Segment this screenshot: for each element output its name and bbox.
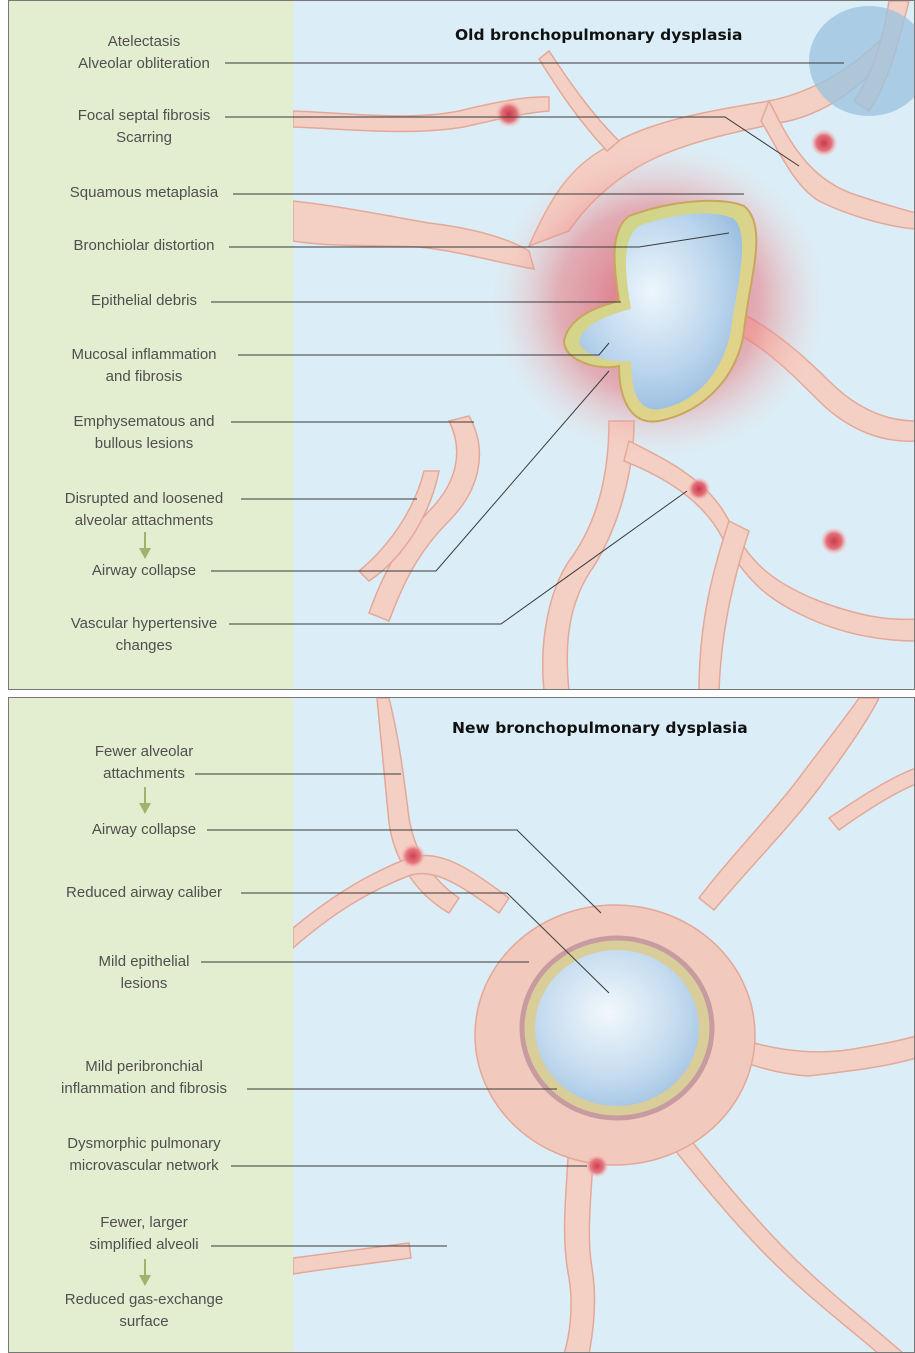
- label-reduced-caliber: Reduced airway caliber: [9, 882, 279, 904]
- label-airway-collapse: Airway collapse: [9, 560, 279, 582]
- airway-lumen: [535, 950, 699, 1106]
- label-reduced-gas-exchange: Reduced gas-exchangesurface: [9, 1289, 279, 1333]
- label-disrupted-attachments: Disrupted and loosenedalveolar attachmen…: [9, 488, 279, 532]
- label-focal-septal-fibrosis: Focal septal fibrosisScarring: [9, 105, 279, 149]
- new-bpd-title: New bronchopulmonary dysplasia: [452, 719, 748, 737]
- label-mild-peribronchial: Mild peribronchialinflammation and fibro…: [9, 1056, 279, 1100]
- vessel: [687, 477, 711, 501]
- label-mucosal-inflammation: Mucosal inflammationand fibrosis: [9, 344, 279, 388]
- label-fewer-larger-alveoli: Fewer, largersimplified alveoli: [9, 1212, 279, 1256]
- vessel: [810, 129, 838, 157]
- label-emphysematous-lesions: Emphysematous andbullous lesions: [9, 411, 279, 455]
- label-epithelial-debris: Epithelial debris: [9, 290, 279, 312]
- label-squamous-metaplasia: Squamous metaplasia: [9, 182, 279, 204]
- label-atelectasis: AtelectasisAlveolar obliteration: [9, 31, 279, 75]
- label-dysmorphic-network: Dysmorphic pulmonarymicrovascular networ…: [9, 1133, 279, 1177]
- vessel: [400, 843, 426, 869]
- vessel: [585, 1154, 609, 1178]
- vessel: [495, 100, 523, 128]
- vessel: [820, 527, 848, 555]
- down-arrow-icon: [137, 1259, 153, 1287]
- label-fewer-attachments: Fewer alveolarattachments: [9, 741, 279, 785]
- label-airway-collapse-new: Airway collapse: [9, 819, 279, 841]
- new-bpd-panel: New bronchopulmonary dysplasia Fewer alv…: [8, 697, 915, 1353]
- down-arrow-icon: [137, 532, 153, 560]
- old-bpd-panel: Old bronchopulmonary dysplasia Atelectas…: [8, 0, 915, 690]
- label-mild-epithelial-lesions: Mild epitheliallesions: [9, 951, 279, 995]
- old-bpd-title: Old bronchopulmonary dysplasia: [455, 26, 742, 44]
- label-bronchiolar-distortion: Bronchiolar distortion: [9, 235, 279, 257]
- down-arrow-icon: [137, 787, 153, 815]
- label-vascular-hypertensive: Vascular hypertensivechanges: [9, 613, 279, 657]
